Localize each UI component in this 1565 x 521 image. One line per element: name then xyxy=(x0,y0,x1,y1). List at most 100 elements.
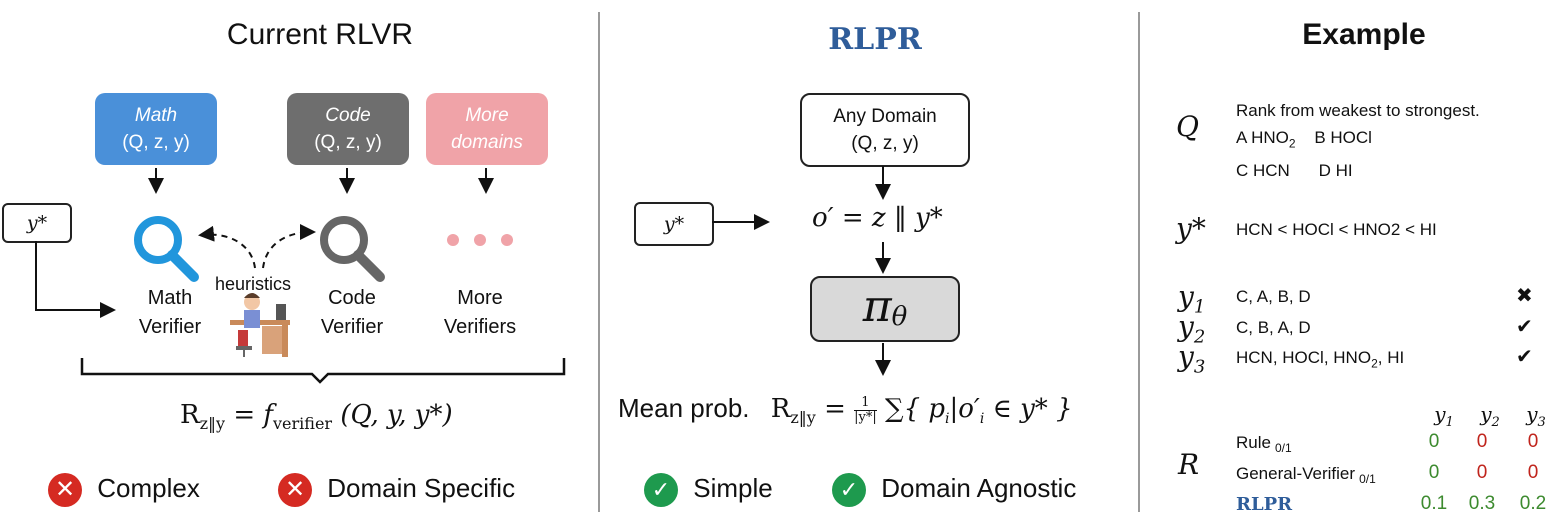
general-label: General-Verifier xyxy=(1236,464,1356,483)
mean-formula-lhs: R xyxy=(770,394,791,424)
mean-prob-formula: Mean prob. Rz‖y = 1 |y*| ∑{ pi|o′i ∈ y* … xyxy=(618,393,1073,428)
sum-body: ∑{ p xyxy=(885,394,946,424)
person-desk-icon xyxy=(230,293,290,357)
q-line2b: B HOCl xyxy=(1314,128,1372,147)
col3-sub: 3 xyxy=(1537,415,1546,430)
ystar-symbol: y* xyxy=(1176,212,1206,245)
any-domain-sub: (Q, z, y) xyxy=(851,133,919,154)
y2-sub: 2 xyxy=(1193,326,1206,348)
complex-badge: ✕ Complex xyxy=(48,473,200,508)
left-formula-fn: f xyxy=(263,400,273,430)
rule-y3-value: 0 xyxy=(1527,431,1539,452)
mean-prob-label: Mean prob. xyxy=(618,393,750,423)
simple-badge: ✓ Simple xyxy=(644,473,773,508)
y3-sub: 3 xyxy=(1193,356,1206,378)
y3-mark-icon: ✔ xyxy=(1516,346,1533,368)
left-formula-sub: z‖y xyxy=(199,414,226,434)
general-y1-value: 0 xyxy=(1428,462,1440,483)
rule-label-sub: 0/1 xyxy=(1274,441,1292,456)
code-verifier-label: Code Verifier xyxy=(302,284,402,342)
q-line3b: D HI xyxy=(1318,161,1353,181)
general-label-sub: 0/1 xyxy=(1359,472,1376,487)
y1-text: C, A, B, D xyxy=(1236,287,1311,306)
q-line3a: C HCN xyxy=(1236,161,1290,181)
simple-label: Simple xyxy=(693,473,773,503)
domain-agnostic-label: Domain Agnostic xyxy=(881,473,1077,503)
q-symbol: Q xyxy=(1176,110,1199,143)
y1-mark-icon: ✖ xyxy=(1516,285,1533,307)
sum-end: ∈ y* } xyxy=(984,394,1073,424)
left-diagram-graphics xyxy=(35,168,566,384)
left-formula-args: (Q, y, y*) xyxy=(340,400,453,430)
row-rlpr-label: RLPR xyxy=(1236,494,1293,515)
y3-text-end: , HI xyxy=(1377,348,1405,367)
code-domain-sub: (Q, z, y) xyxy=(314,132,382,153)
y2-text: C, B, A, D xyxy=(1236,318,1311,337)
code-domain-box: Code (Q, z, y) xyxy=(287,93,409,165)
left-title: Current RLVR xyxy=(226,18,414,51)
q-line2a-sub: 2 xyxy=(1288,136,1296,151)
y2-symbol: y2 xyxy=(1178,310,1205,348)
col1-sub: 1 xyxy=(1445,415,1454,430)
rule-label: Rule xyxy=(1236,433,1271,452)
middle-ystar-box: y* xyxy=(634,202,714,246)
y3-symbol: y3 xyxy=(1178,340,1205,378)
policy-symbol: π xyxy=(862,281,892,332)
more-domains-box: More domains xyxy=(426,93,548,165)
right-title: Example xyxy=(1302,18,1426,51)
code-verifier-text: Code Verifier xyxy=(320,287,384,338)
rlpr-y2-value: 0.3 xyxy=(1468,493,1496,514)
col-header-y1: y1 xyxy=(1424,402,1464,430)
x-circle-icon: ✕ xyxy=(278,473,312,508)
y1-sym: y xyxy=(1178,280,1194,313)
rule-y1-value: 0 xyxy=(1428,431,1440,452)
more-domains-label: More domains xyxy=(451,105,523,153)
col2-sub: 2 xyxy=(1491,415,1500,430)
r-symbol: R xyxy=(1178,448,1200,481)
more-verifiers-label: More Verifiers xyxy=(430,284,530,342)
check-circle-icon: ✓ xyxy=(832,473,866,508)
rlpr-y1-value: 0.1 xyxy=(1420,493,1448,514)
domain-specific-badge: ✕ Domain Specific xyxy=(278,473,516,508)
heuristics-label: heuristics xyxy=(215,274,292,294)
sum-i2: i xyxy=(979,411,985,428)
code-magnifier-icon xyxy=(320,216,385,282)
col-header-y2: y2 xyxy=(1470,402,1510,430)
x-circle-icon: ✕ xyxy=(48,473,82,508)
domain-specific-label: Domain Specific xyxy=(327,473,516,503)
general-y3-value: 0 xyxy=(1527,462,1539,483)
divider-right xyxy=(1138,12,1140,512)
middle-title: RLPR xyxy=(828,22,922,57)
y3-sym: y xyxy=(1178,340,1194,373)
left-formula-lhs: R xyxy=(180,400,200,430)
ystar-value: HCN < HOCl < HNO2 < HI xyxy=(1236,220,1437,239)
col1-sym: y xyxy=(1434,402,1446,426)
any-domain-label: Any Domain xyxy=(833,106,937,127)
q-text: Rank from weakest to strongest. A HNO2 B… xyxy=(1236,97,1480,184)
math-magnifier-icon xyxy=(134,216,199,282)
math-domain-box: Math (Q, z, y) xyxy=(95,93,217,165)
q-line2a: A HNO xyxy=(1236,128,1289,147)
code-domain-label: Code xyxy=(325,105,371,126)
frac-num: 1 xyxy=(854,395,877,411)
y2-sym: y xyxy=(1178,310,1194,343)
sum-i: i xyxy=(945,411,950,428)
rule-y2-value: 0 xyxy=(1476,431,1488,452)
math-domain-sub: (Q, z, y) xyxy=(122,132,190,153)
math-domain-label: Math xyxy=(134,105,178,126)
any-domain-box: Any Domain (Q, z, y) xyxy=(800,93,970,167)
middle-diagram-graphics xyxy=(712,166,891,376)
policy-box: πθ xyxy=(810,276,960,342)
math-verifier-text: Math Verifier xyxy=(138,287,202,338)
y3-text-sub: 2 xyxy=(1371,356,1378,371)
policy-sub: θ xyxy=(891,302,908,333)
y2-mark-icon: ✔ xyxy=(1516,316,1533,338)
q-line1: Rank from weakest to strongest. xyxy=(1236,101,1480,120)
left-formula-fn-sub: verifier xyxy=(273,414,333,434)
math-verifier-label: Math Verifier xyxy=(120,284,220,342)
col3-sym: y xyxy=(1526,402,1538,426)
col2-sym: y xyxy=(1480,402,1492,426)
left-formula: Rz‖y = fverifier (Q, y, y*) xyxy=(180,400,453,434)
